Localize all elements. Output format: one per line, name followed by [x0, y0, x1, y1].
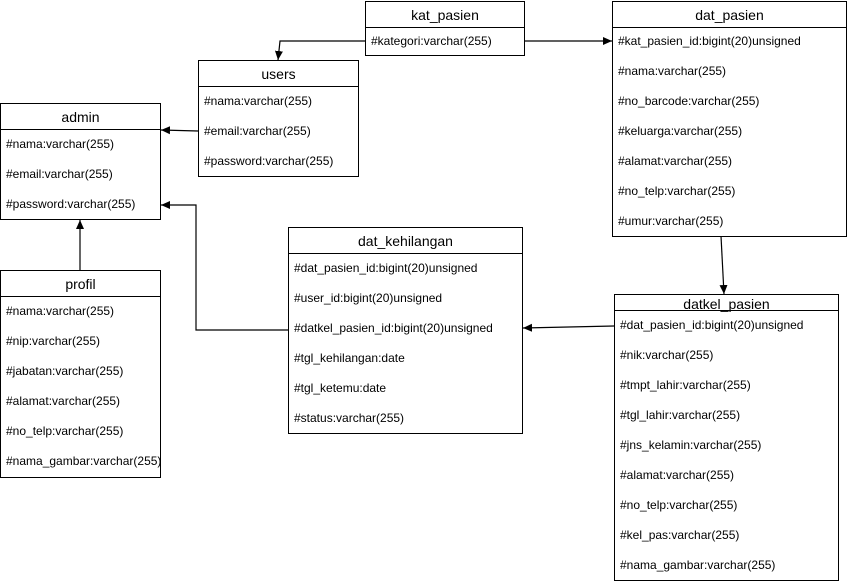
field-jns-kelamin: #jns_kelamin:varchar(255): [620, 438, 762, 452]
relation-datkel-pasien-to-dat-kehilangan: [522, 323, 615, 332]
entity-dat-kehilangan[interactable]: dat_kehilangan #dat_pasien_id:bigint(20)…: [288, 227, 523, 434]
field-tgl-ketemu: #tgl_ketemu:date: [294, 381, 387, 395]
field-status: #status:varchar(255): [294, 411, 405, 425]
field-no-telp: #no_telp:varchar(255): [620, 498, 738, 512]
field-kategori: #kategori:varchar(255): [371, 34, 492, 48]
entity-title: dat_pasien: [613, 2, 846, 28]
field-alamat: #alamat:varchar(255): [620, 468, 735, 482]
relation-dat-pasien-to-datkel-pasien: [719, 235, 728, 295]
field-email: #email:varchar(255): [6, 167, 113, 181]
entity-title: profil: [1, 271, 160, 297]
entity-kat-pasien[interactable]: kat_pasien #kategori:varchar(255): [365, 1, 525, 56]
field-password: #password:varchar(255): [6, 197, 136, 211]
field-nama: #nama:varchar(255): [6, 137, 115, 151]
field-umur: #umur:varchar(255): [618, 214, 724, 228]
field-alamat: #alamat:varchar(255): [6, 394, 121, 408]
field-kel-pas: #kel_pas:varchar(255): [620, 528, 740, 542]
field-tgl-kehilangan: #tgl_kehilangan:date: [294, 351, 405, 365]
relation-kat-pasien-to-users: [274, 40, 365, 61]
field-user-id: #user_id:bigint(20)unsigned: [294, 291, 443, 305]
field-kat-pasien-id: #kat_pasien_id:bigint(20)unsigned: [618, 34, 801, 48]
field-alamat: #alamat:varchar(255): [618, 154, 733, 168]
field-email: #email:varchar(255): [204, 124, 311, 138]
entity-users[interactable]: users #nama:varchar(255) #email:varchar(…: [198, 60, 359, 177]
field-tgl-lahir: #tgl_lahir:varchar(255): [620, 408, 741, 422]
field-nama: #nama:varchar(255): [6, 304, 115, 318]
entity-title: users: [199, 61, 358, 87]
field-tmpt-lahir: #tmpt_lahir:varchar(255): [620, 378, 751, 392]
entity-profil[interactable]: profil #nama:varchar(255) #nip:varchar(2…: [0, 270, 161, 478]
field-password: #password:varchar(255): [204, 154, 334, 168]
entity-title: dat_kehilangan: [289, 228, 522, 254]
entity-admin[interactable]: admin #nama:varchar(255) #email:varchar(…: [0, 103, 161, 220]
field-jabatan: #jabatan:varchar(255): [6, 364, 124, 378]
field-nama: #nama:varchar(255): [618, 64, 727, 78]
field-nama-gambar: #nama_gambar:varchar(255): [620, 558, 776, 572]
entity-title: datkel_pasien: [615, 295, 838, 312]
field-dat-pasien-id: #dat_pasien_id:bigint(20)unsigned: [620, 318, 804, 332]
relation-dat-kehilangan-to-admin: [161, 201, 289, 331]
field-no-barcode: #no_barcode:varchar(255): [618, 94, 760, 108]
field-datkel-pasien-id: #datkel_pasien_id:bigint(20)unsigned: [294, 321, 493, 335]
field-nama: #nama:varchar(255): [204, 94, 313, 108]
entity-datkel-pasien[interactable]: datkel_pasien #dat_pasien_id:bigint(20)u…: [614, 294, 839, 581]
entity-title: admin: [1, 104, 160, 130]
field-dat-pasien-id: #dat_pasien_id:bigint(20)unsigned: [294, 261, 478, 275]
relation-users-to-admin: [160, 126, 199, 135]
entity-dat-pasien[interactable]: dat_pasien #kat_pasien_id:bigint(20)unsi…: [612, 1, 847, 237]
field-nik: #nik:varchar(255): [620, 348, 714, 362]
field-no-telp: #no_telp:varchar(255): [618, 184, 736, 198]
field-nama-gambar: #nama_gambar:varchar(255): [6, 454, 161, 468]
field-nip: #nip:varchar(255): [6, 334, 101, 348]
entity-title: kat_pasien: [366, 2, 524, 28]
field-no-telp: #no_telp:varchar(255): [6, 424, 124, 438]
field-keluarga: #keluarga:varchar(255): [618, 124, 743, 138]
